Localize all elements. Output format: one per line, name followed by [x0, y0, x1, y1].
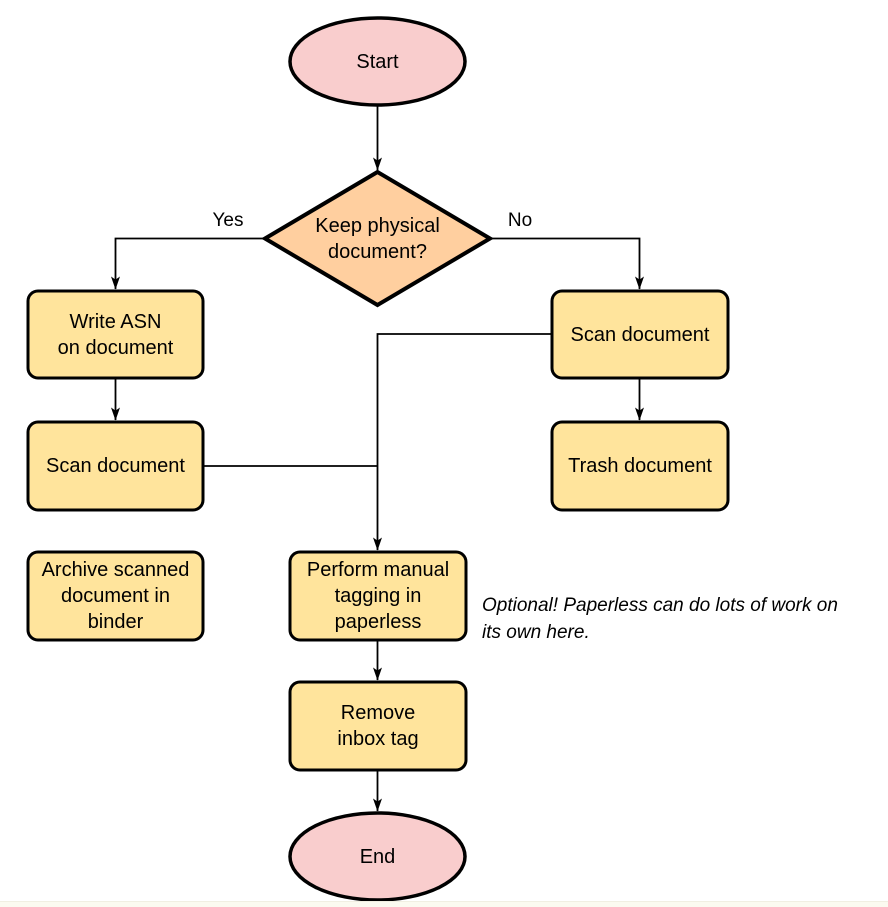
no-edge-label: No	[507, 210, 533, 231]
end-terminal-shape	[288, 811, 467, 902]
start-terminal-shape	[288, 16, 467, 107]
optional-annotation: Optional! Paperless can do lots of work …	[482, 595, 838, 643]
decision-diamond-shape	[261, 169, 494, 308]
remove-inbox-tag-process-shape	[288, 680, 468, 772]
canvas-bottom-edge	[0, 901, 888, 907]
manual-tagging-process-shape	[288, 550, 468, 642]
trash-document-process-shape	[550, 420, 730, 512]
archive-process-shape	[26, 550, 205, 642]
edge-decision-no	[490, 237, 644, 290]
scan-document-left-process-shape	[26, 420, 205, 512]
scan-document-right-process-shape	[550, 289, 730, 380]
yes-edge-label: Yes	[212, 210, 244, 231]
edge-decision-yes	[111, 237, 265, 290]
write-asn-process-shape	[26, 289, 205, 380]
edge-scanright-to-tagging	[373, 333, 552, 551]
